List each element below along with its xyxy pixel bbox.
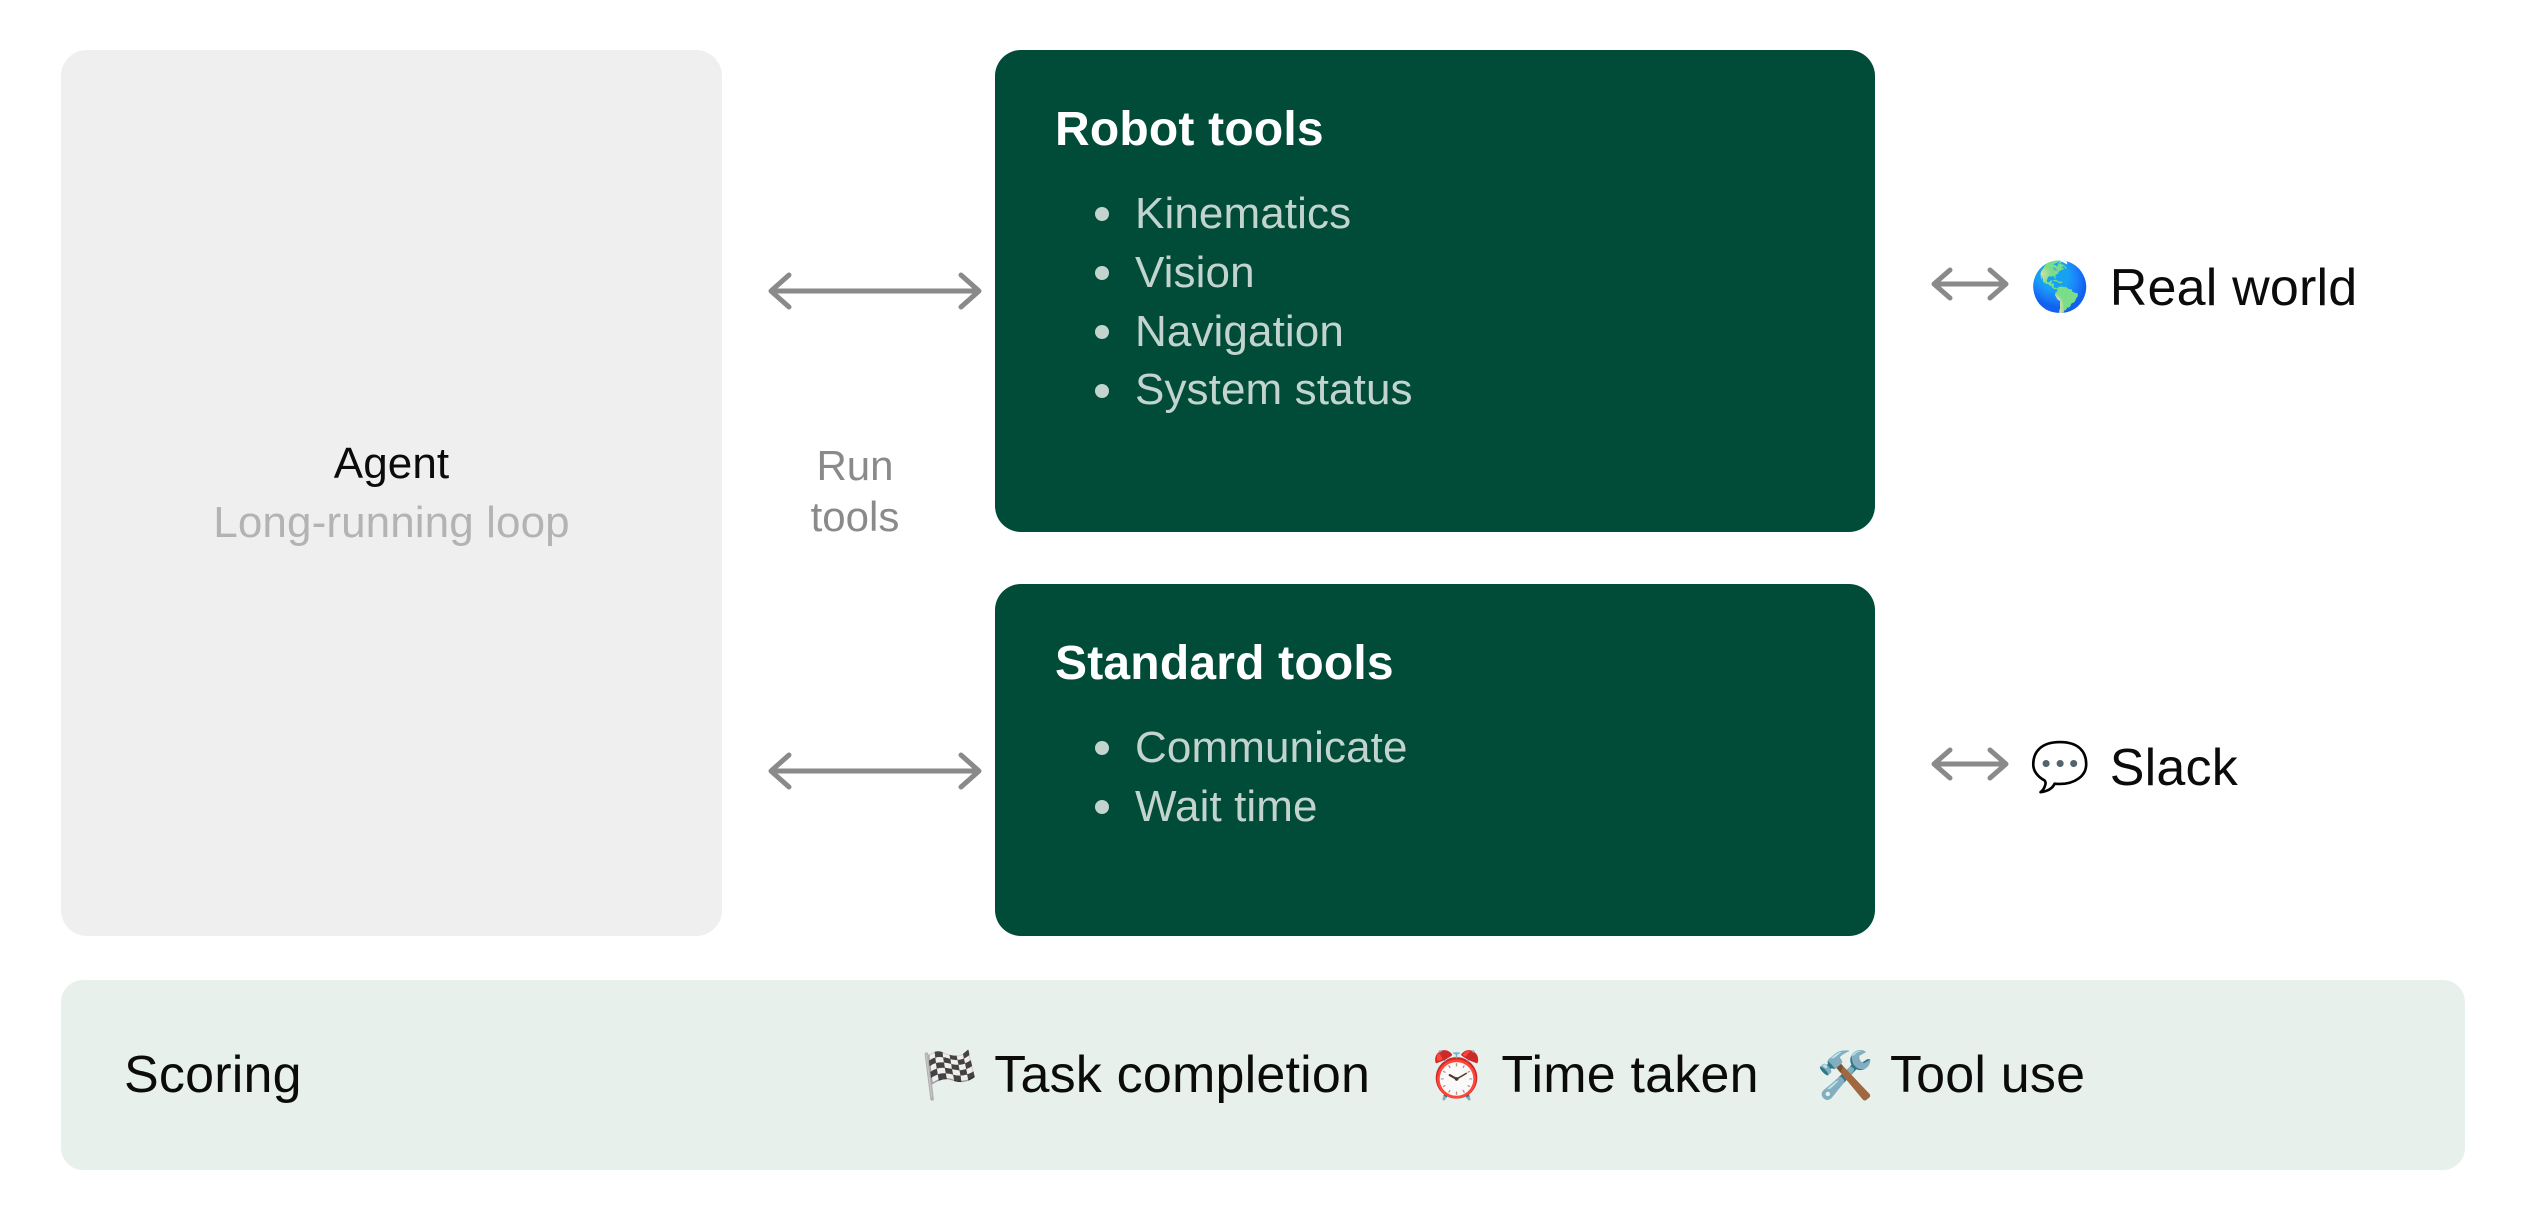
card-standard-tools-list: Communicate Wait time [1055, 719, 1875, 837]
list-item: Vision [1091, 244, 1875, 303]
hammer-and-wrench-icon: 🛠️ [1816, 1049, 1874, 1101]
metric-task-completion: 🏁 Task completion [921, 1045, 1370, 1105]
checkered-flag-icon: 🏁 [921, 1049, 979, 1101]
endpoint-slack: 💬 Slack [2030, 738, 2238, 798]
metric-tool-use-label: Tool use [1889, 1046, 2086, 1104]
metric-time-taken: ⏰ Time taken [1428, 1045, 1759, 1105]
run-tools-line-1: Run [816, 442, 894, 489]
list-item: Navigation [1091, 303, 1875, 362]
double-arrow-agent-standard-tools [768, 752, 982, 790]
scoring-bar: Scoring 🏁 Task completion ⏰ Time taken 🛠… [61, 980, 2465, 1170]
globe-americas-icon: 🌎 [2030, 261, 2090, 314]
card-robot-tools-list: Kinematics Vision Navigation System stat… [1055, 185, 1875, 421]
agent-panel: Agent Long-running loop [61, 50, 722, 936]
card-standard-tools-title: Standard tools [1055, 637, 1394, 690]
metric-task-completion-label: Task completion [994, 1046, 1371, 1104]
run-tools-caption: Run tools [780, 440, 930, 542]
double-arrow-agent-robot-tools [768, 272, 982, 310]
card-robot-tools: Robot tools Kinematics Vision Navigation… [995, 50, 1875, 532]
scoring-metrics: 🏁 Task completion ⏰ Time taken 🛠️ Tool u… [921, 1045, 2085, 1105]
endpoint-real-world: 🌎 Real world [2030, 258, 2357, 318]
double-arrow-standard-tools-slack [1931, 747, 2009, 781]
list-item: System status [1091, 361, 1875, 420]
endpoint-real-world-label: Real world [2109, 259, 2358, 317]
list-item: Wait time [1091, 778, 1875, 837]
list-item: Communicate [1091, 719, 1875, 778]
card-robot-tools-title: Robot tools [1055, 103, 1324, 156]
list-item: Kinematics [1091, 185, 1875, 244]
alarm-clock-icon: ⏰ [1428, 1049, 1486, 1101]
metric-time-taken-label: Time taken [1501, 1046, 1759, 1104]
scoring-label: Scoring [124, 1046, 302, 1104]
agent-subtitle: Long-running loop [213, 498, 570, 547]
agent-title: Agent [333, 439, 450, 488]
card-standard-tools: Standard tools Communicate Wait time [995, 584, 1875, 936]
endpoint-slack-label: Slack [2109, 739, 2238, 797]
speech-balloon-icon: 💬 [2030, 741, 2090, 794]
metric-tool-use: 🛠️ Tool use [1817, 1045, 2086, 1105]
double-arrow-robot-tools-real-world [1931, 267, 2009, 301]
run-tools-line-2: tools [810, 493, 900, 541]
